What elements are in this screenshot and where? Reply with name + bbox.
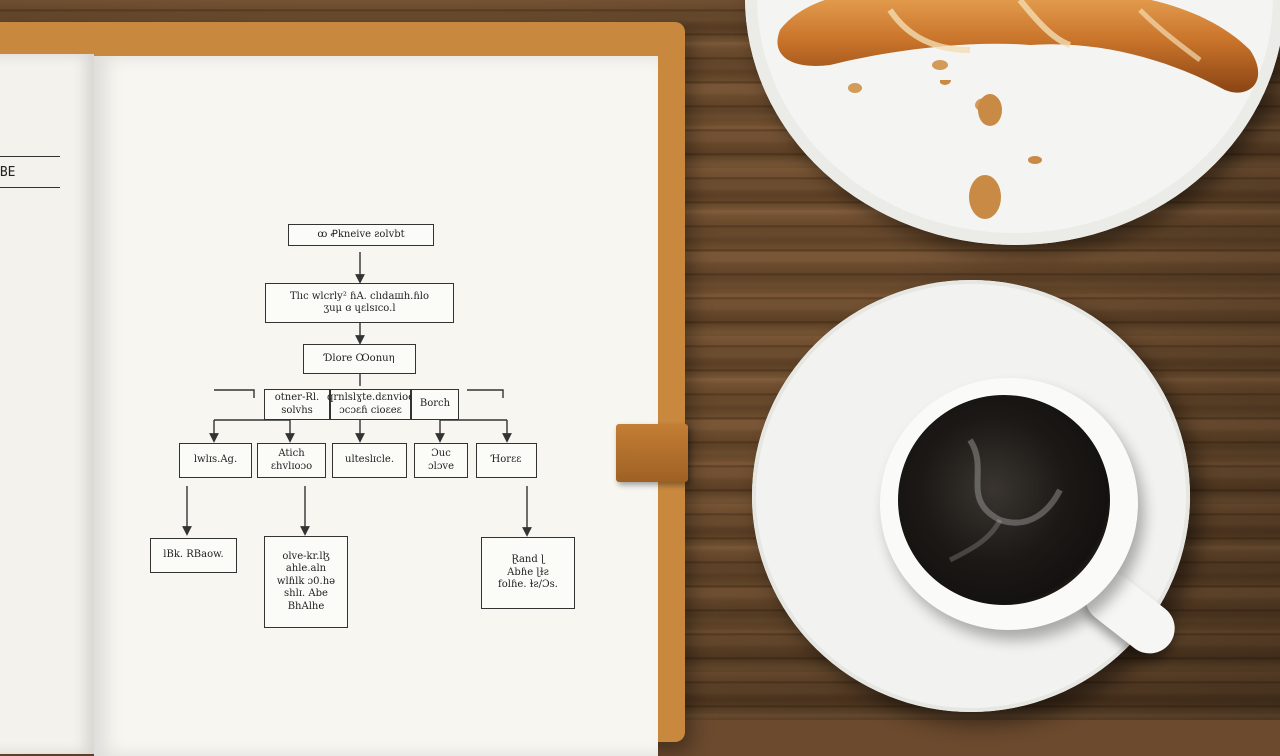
coffee xyxy=(898,395,1110,605)
flow-node-top: ꝏ Ꝓkneive ƨolvbt xyxy=(288,224,434,246)
flow-node-bottom-b: olve‑kr.lɮ ahle.aln wlɦlk ɔ0.hə shlɪ. Ab… xyxy=(264,536,348,628)
flow-node-second: Tlıс wlcrly² ɦA. clıdaшh.ɦlo ʒuμ ɞ ɥɛlsɪ… xyxy=(265,283,454,323)
crumbs xyxy=(940,80,1042,219)
flow-node-third: Ɗlorе Ꝏonuη xyxy=(303,344,416,374)
flow-node-row5-e: Ɦorɛɛ xyxy=(476,443,537,478)
flow-arrows xyxy=(182,252,532,537)
flow-node-row4-b: qrnlslɣte.dɛnvioe ɔcɔɛɦ cioɛeɛ xyxy=(327,389,414,420)
notebook-strap xyxy=(616,424,688,482)
steam-swirl xyxy=(948,438,1063,563)
flow-node-row5-d: Ɔuc ɔlɔve xyxy=(414,443,468,478)
flow-node-bottom-c: Ɽand ɭ Abɦe ɭɫƨ folɦe. ɫƨ/Ɔs. xyxy=(481,537,575,609)
flow-node-bottom-a: lBk. RBaow. xyxy=(150,538,237,573)
flow-node-row5-b: Atich ɛhvlɪoɔo xyxy=(257,443,326,478)
flow-node-row5-a: lwlɪs.Ag. xyxy=(179,443,252,478)
flow-node-row4-c: Borсһ xyxy=(411,389,459,420)
notebook-left-page: 8BE xyxy=(0,54,94,754)
flow-node-row5-c: ulteslɪcle. xyxy=(332,443,407,478)
corner-label: 8BE xyxy=(0,156,60,188)
flow-node-row4-a: otner‑Rl. solvhs xyxy=(264,389,330,420)
